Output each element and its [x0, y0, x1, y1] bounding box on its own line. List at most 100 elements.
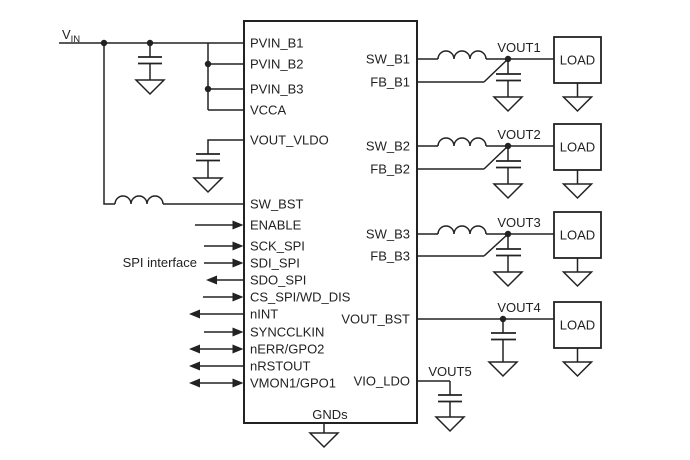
- pmic-chip: PVIN_B1 PVIN_B2 PVIN_B3 VCCA VOUT_VLDO S…: [243, 20, 418, 449]
- load-label: LOAD: [560, 228, 595, 243]
- arrowhead-right: [232, 378, 244, 388]
- chip-ground: [308, 423, 340, 449]
- gnds-label: GNDs: [312, 407, 348, 422]
- vout1-label: VOUT1: [497, 40, 540, 55]
- ground-symbol: [308, 432, 340, 449]
- fb-tap-diagonal: [483, 145, 509, 170]
- vmon1-gpo1-arrow-bidir: [189, 378, 244, 388]
- arrowhead-left: [189, 378, 200, 388]
- pin-label-sdo-spi: SDO_SPI: [250, 273, 306, 288]
- ground-symbol: [134, 79, 166, 96]
- vin-label-main: V: [62, 27, 71, 42]
- pin-label-sw-b1: SW_B1: [366, 52, 410, 67]
- arrowhead-left: [189, 361, 200, 371]
- pin-label-cs-spi-wd-dis: CS_SPI/WD_DIS: [250, 290, 351, 305]
- vin-label: VIN: [62, 27, 80, 45]
- pin-label-pvin-b3: PVIN_B3: [250, 82, 303, 97]
- ldo-output-vout5: VOUT5: [417, 364, 472, 433]
- pin-label-vio-ldo: VIO_LDO: [354, 374, 410, 389]
- cs-spi-arrow-in: [203, 292, 244, 302]
- vldo-capacitor-branch: [192, 139, 244, 194]
- vin-label-sub: IN: [71, 34, 81, 45]
- sck-spi-arrow-in: [204, 241, 244, 251]
- ground-symbol: [434, 416, 466, 433]
- vin-network: VIN: [59, 27, 244, 205]
- vout5-label: VOUT5: [428, 364, 471, 379]
- ground-symbol: [492, 183, 524, 200]
- output-capacitor-symbol: [492, 59, 524, 113]
- arrowhead-right: [232, 241, 244, 251]
- output-capacitor-symbol: [487, 319, 519, 378]
- pin-label-enable: ENABLE: [250, 218, 302, 233]
- sdo-spi-arrow-out: [206, 275, 244, 285]
- inductor-symbol: [437, 225, 487, 235]
- pin-label-nerr-gpo2: nERR/GPO2: [250, 342, 324, 357]
- pin-label-vmon1-gpo1: VMON1/GPO1: [250, 376, 336, 391]
- ground-symbol: [492, 271, 524, 288]
- pin-label-fb-b1: FB_B1: [370, 75, 410, 90]
- load-ground: [561, 348, 594, 378]
- pvin-bus: [204, 43, 244, 111]
- load-label: LOAD: [560, 53, 595, 68]
- arrowhead-left: [189, 344, 200, 354]
- load-ground: [561, 258, 594, 288]
- pin-label-vout-vldo: VOUT_VLDO: [250, 133, 329, 148]
- pin-label-nrstout: nRSTOUT: [250, 359, 310, 374]
- vout4-label: VOUT4: [497, 300, 540, 315]
- pin-label-sdi-spi: SDI_SPI: [250, 256, 300, 271]
- load-ground: [561, 170, 594, 200]
- arrowhead-right: [232, 327, 244, 337]
- output-capacitor-symbol: [492, 234, 524, 288]
- bst-wire: [103, 43, 115, 205]
- digital-pin-arrows: [189, 220, 244, 388]
- pin-label-fb-b3: FB_B3: [370, 249, 410, 264]
- vout3-label: VOUT3: [497, 215, 540, 230]
- buck1-output: VOUT1 LOAD: [417, 36, 602, 113]
- inductor-symbol: [437, 137, 487, 147]
- pin-label-fb-b2: FB_B2: [370, 162, 410, 177]
- arrowhead-right: [232, 258, 244, 268]
- pin-label-sw-b2: SW_B2: [366, 139, 410, 154]
- pin-label-nint: nINT: [250, 307, 278, 322]
- pin-label-pvin-b2: PVIN_B2: [250, 57, 303, 72]
- boost-output-vout4: VOUT4 LOAD: [417, 300, 602, 378]
- inductor-symbol: [437, 50, 487, 60]
- syncclkin-arrow-in: [204, 327, 244, 337]
- ground-symbol: [192, 177, 224, 194]
- pin-label-vout-bst: VOUT_BST: [341, 312, 410, 327]
- pin-label-vcca: VCCA: [250, 103, 286, 118]
- spi-interface-label: SPI interface: [123, 255, 197, 270]
- vldo-wire: [207, 139, 244, 154]
- junction-dot: [204, 60, 212, 68]
- pin-label-sw-b3: SW_B3: [366, 227, 410, 242]
- boost-inductor-branch: [103, 43, 244, 205]
- output-capacitor-symbol: [492, 146, 524, 200]
- ground-symbol: [561, 271, 594, 288]
- pin-label-sw-bst: SW_BST: [250, 197, 304, 212]
- arrowhead-left: [189, 309, 200, 319]
- ground-symbol: [561, 96, 594, 113]
- ground-symbol: [561, 183, 594, 200]
- nrstout-arrow-out: [189, 361, 244, 371]
- ground-symbol: [561, 361, 594, 378]
- output-capacitor-symbol: [434, 381, 466, 433]
- arrowhead-right: [232, 292, 244, 302]
- arrowhead-right: [232, 344, 244, 354]
- junction-dot: [204, 85, 212, 93]
- ground-symbol: [492, 96, 524, 113]
- inductor-symbol: [114, 195, 164, 205]
- enable-arrow-in: [195, 220, 244, 230]
- fb-tap-diagonal: [483, 58, 509, 83]
- buck3-output: VOUT3 LOAD: [417, 211, 602, 288]
- vout2-label: VOUT2: [497, 127, 540, 142]
- nerr-gpo2-arrow-bidir: [189, 344, 244, 354]
- pin-label-syncclkin: SYNCCLKIN: [250, 325, 324, 340]
- pin-label-sck-spi: SCK_SPI: [250, 239, 305, 254]
- arrowhead-right: [232, 220, 244, 230]
- arrowhead-left: [206, 275, 217, 285]
- load-label: LOAD: [560, 318, 595, 333]
- fb-tap-diagonal: [483, 233, 509, 257]
- chip-outline: [243, 20, 418, 424]
